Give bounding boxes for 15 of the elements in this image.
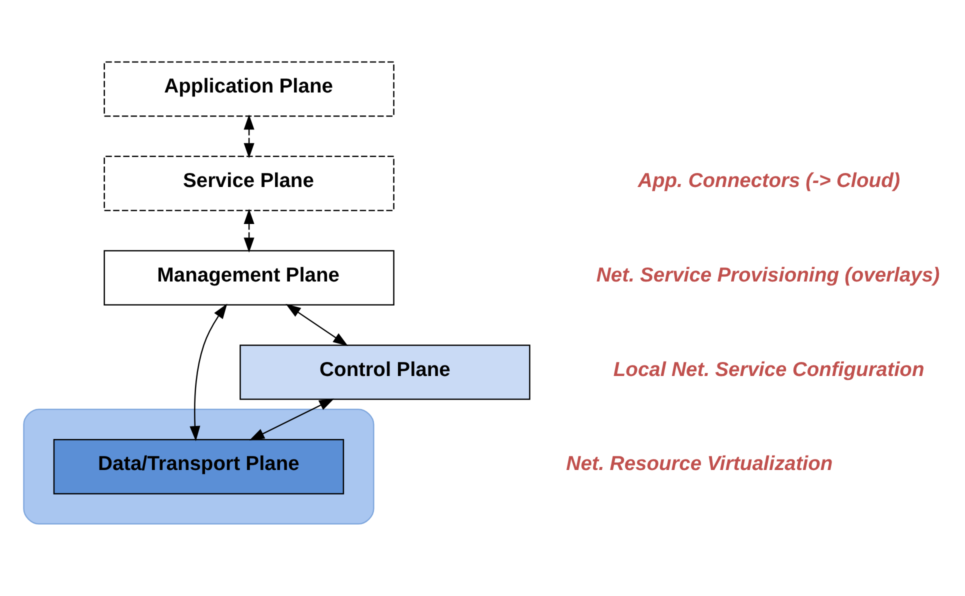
label: Net. Resource Virtualization xyxy=(566,453,833,476)
node-box: Application Plane xyxy=(104,61,394,117)
label: Local Net. Service Configuration xyxy=(613,358,924,381)
node-box: Management Plane xyxy=(104,250,394,306)
label: App. Connectors (-> Cloud) xyxy=(638,170,900,192)
arrow xyxy=(190,304,228,442)
cluster xyxy=(23,408,374,525)
label: Net. Service Provisioning (overlays) xyxy=(596,264,940,286)
arrow xyxy=(249,398,334,440)
node-box: Service Plane xyxy=(104,156,394,212)
node-box: Control Plane xyxy=(240,344,530,400)
arrow xyxy=(244,114,254,158)
node-box: Data/Transport Plane xyxy=(53,438,344,494)
arrow xyxy=(244,208,254,253)
arrow xyxy=(286,304,348,346)
